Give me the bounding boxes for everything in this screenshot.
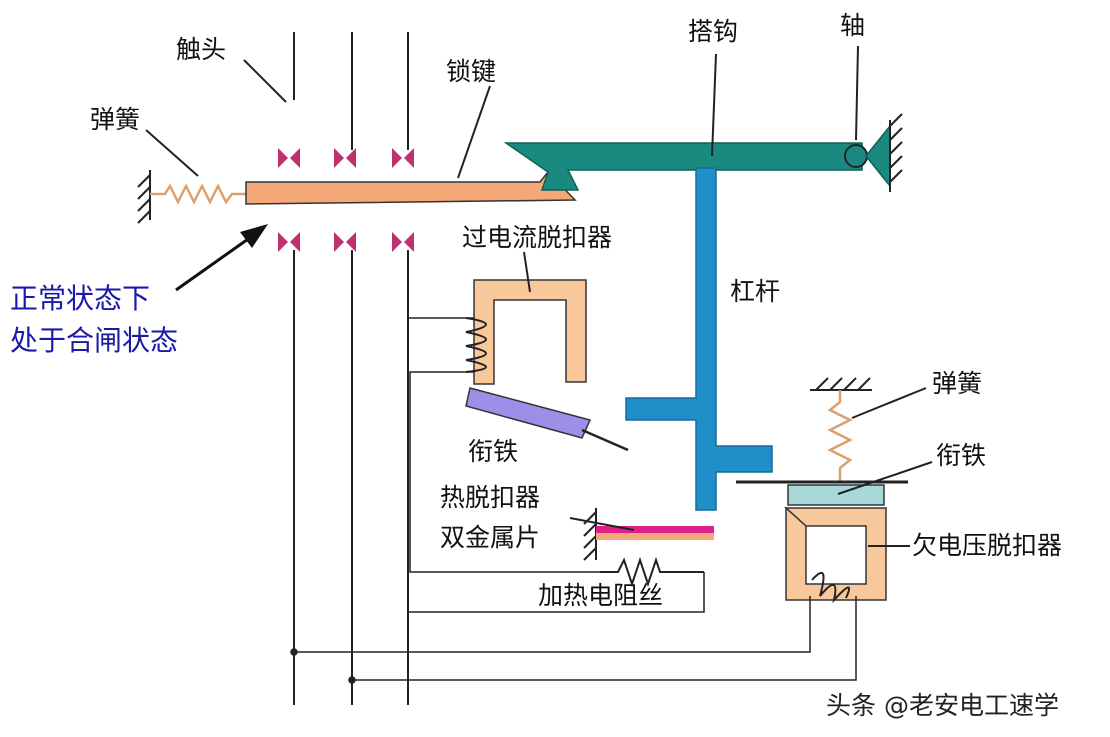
lever-label: 杠杆	[730, 277, 780, 306]
contact-label: 触头	[176, 35, 226, 64]
overcurrent-coil	[465, 317, 487, 373]
contacts	[278, 148, 414, 252]
shaft-label: 轴	[840, 11, 865, 40]
lock-key-label: 锁键	[446, 57, 496, 86]
shaft	[844, 144, 868, 168]
bimetal-strip-top	[596, 526, 714, 533]
left-spring-label: 弹簧	[90, 105, 140, 134]
shaft-bracket	[865, 123, 891, 189]
undervoltage-coil	[811, 571, 850, 604]
heating-resistor	[600, 556, 704, 588]
overcurrent-release-label: 过电流脱扣器	[462, 223, 612, 252]
bimetal-wall	[583, 508, 597, 561]
closed-state-arrow-line	[175, 230, 259, 292]
right-armature	[787, 484, 885, 506]
left-armature-tail	[581, 428, 629, 452]
left-armature-label: 衔铁	[468, 437, 518, 466]
right-spring	[827, 390, 853, 482]
bimetal-label: 双金属片	[440, 523, 540, 552]
watermark: 头条 @老安电工速学	[826, 691, 1059, 720]
normal-state-line1: 正常状态下	[10, 282, 150, 315]
right-armature-label: 衔铁	[936, 441, 986, 470]
right-spring-label: 弹簧	[932, 369, 982, 398]
overcurrent-core	[473, 279, 587, 385]
hook-label: 搭钩	[688, 17, 738, 46]
undervoltage-release-label: 欠电压脱扣器	[912, 531, 1062, 560]
hook-arm	[503, 142, 863, 191]
undervoltage-core	[784, 506, 887, 601]
heating-resistor-label: 加热电阻丝	[538, 581, 663, 610]
upper-right-wall	[810, 377, 872, 391]
thermal-release-label: 热脱扣器	[440, 483, 540, 512]
lock-bar	[245, 170, 577, 205]
main-conductors	[293, 32, 409, 705]
left-armature	[465, 387, 592, 439]
lever	[625, 167, 773, 511]
wiring	[290, 252, 857, 705]
bimetal-strip-bottom	[596, 533, 714, 540]
left-wall	[137, 170, 151, 224]
closed-state-arrow-head	[240, 224, 268, 248]
normal-state-line2: 处于合闸状态	[10, 324, 178, 357]
right-wall	[889, 113, 903, 192]
left-spring	[150, 183, 246, 205]
leader-lines	[145, 45, 933, 547]
